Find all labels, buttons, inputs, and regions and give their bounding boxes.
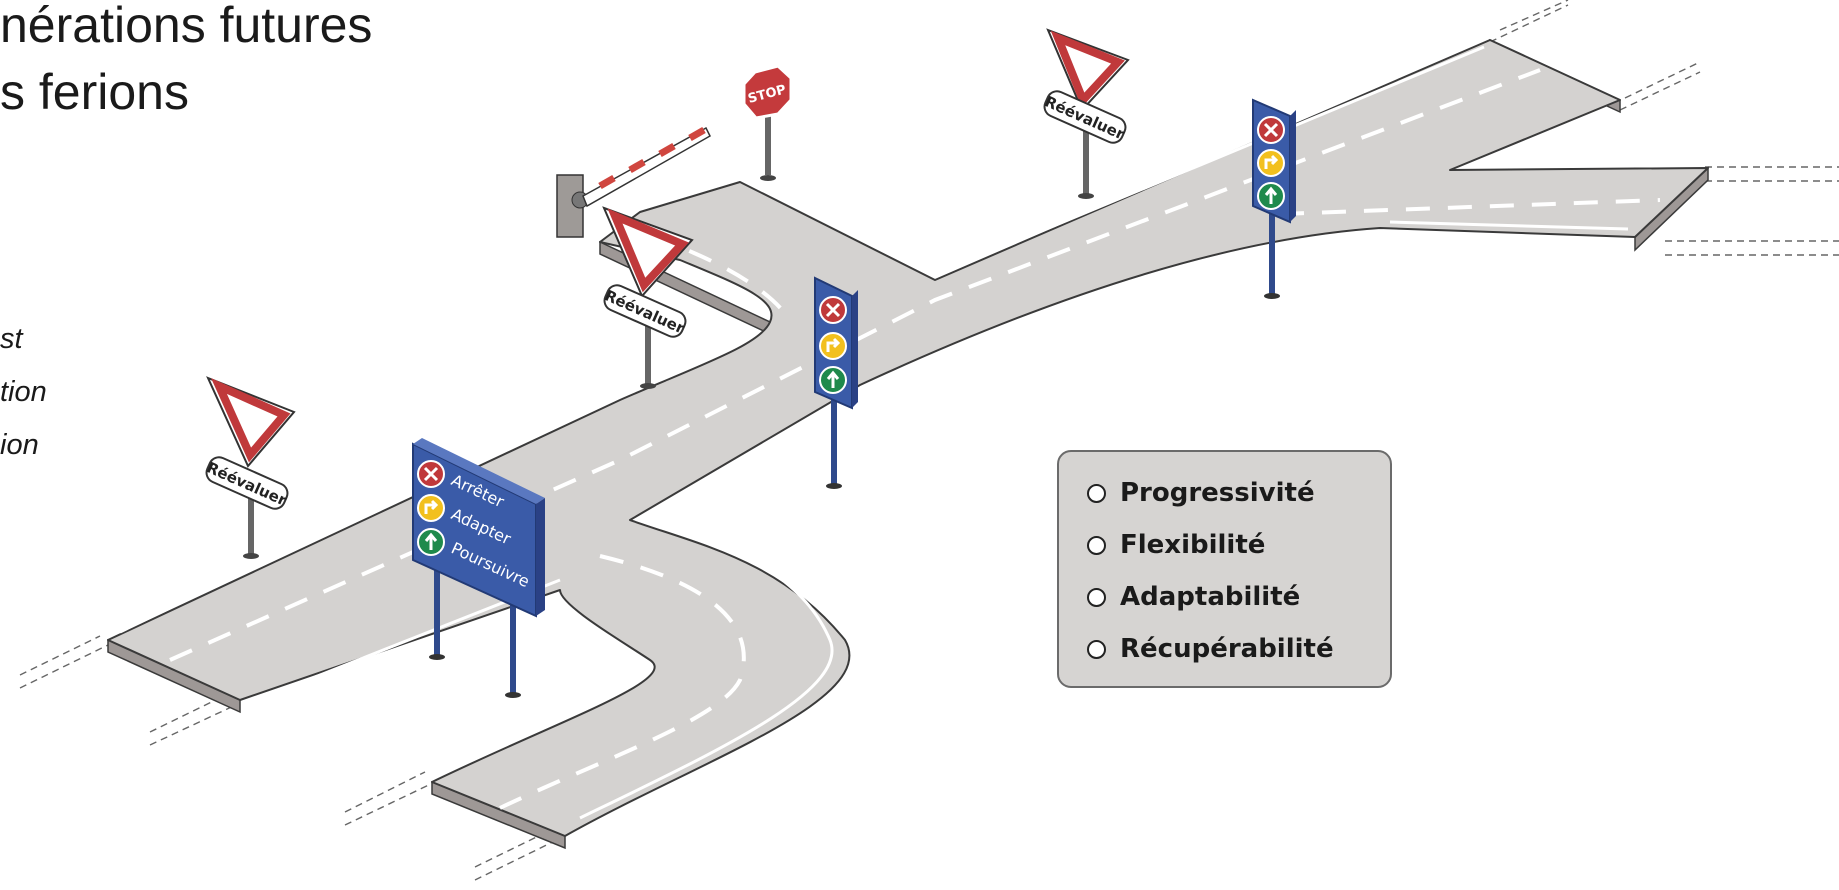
heading-line-1: nérations futures xyxy=(0,0,373,53)
legend-label: Récupérabilité xyxy=(1120,634,1334,664)
radio-circle-icon xyxy=(1087,587,1106,607)
legend-label: Progressivité xyxy=(1120,478,1315,508)
legend-label: Flexibilité xyxy=(1120,530,1266,560)
decision-panel-sign: Arrêter Adapter Poursuivre xyxy=(412,438,545,698)
road-surface xyxy=(107,39,1709,837)
legend-item-progressivite: Progressivité xyxy=(1087,478,1315,508)
heading-line-2: s ferions xyxy=(0,64,189,120)
principles-legend: Progressivité Flexibilité Adaptabilité R… xyxy=(1057,450,1392,688)
traffic-light-center xyxy=(814,276,858,489)
road-center-dashes xyxy=(169,68,1661,810)
boom-barrier xyxy=(556,126,711,238)
yield-sign-top: Réévaluer xyxy=(1042,28,1130,199)
yield-sign-left: Réévaluer xyxy=(204,376,296,559)
legend-item-adaptabilite: Adaptabilité xyxy=(1087,582,1300,612)
legend-label: Adaptabilité xyxy=(1120,582,1301,612)
stop-sign: STOP xyxy=(742,64,793,181)
legend-item-recuperabilite: Récupérabilité xyxy=(1087,634,1334,664)
radio-circle-icon xyxy=(1087,483,1106,503)
legend-item-flexibilite: Flexibilité xyxy=(1087,530,1265,560)
traffic-light-right xyxy=(1252,98,1296,299)
side-text-3: ion xyxy=(0,429,39,461)
radio-circle-icon xyxy=(1087,535,1106,555)
road-extension-lines xyxy=(19,0,1839,881)
side-text-1: st xyxy=(0,323,23,355)
side-text-2: tion xyxy=(0,376,47,408)
yield-sign-center: Réévaluer xyxy=(602,206,694,389)
radio-circle-icon xyxy=(1087,639,1106,659)
